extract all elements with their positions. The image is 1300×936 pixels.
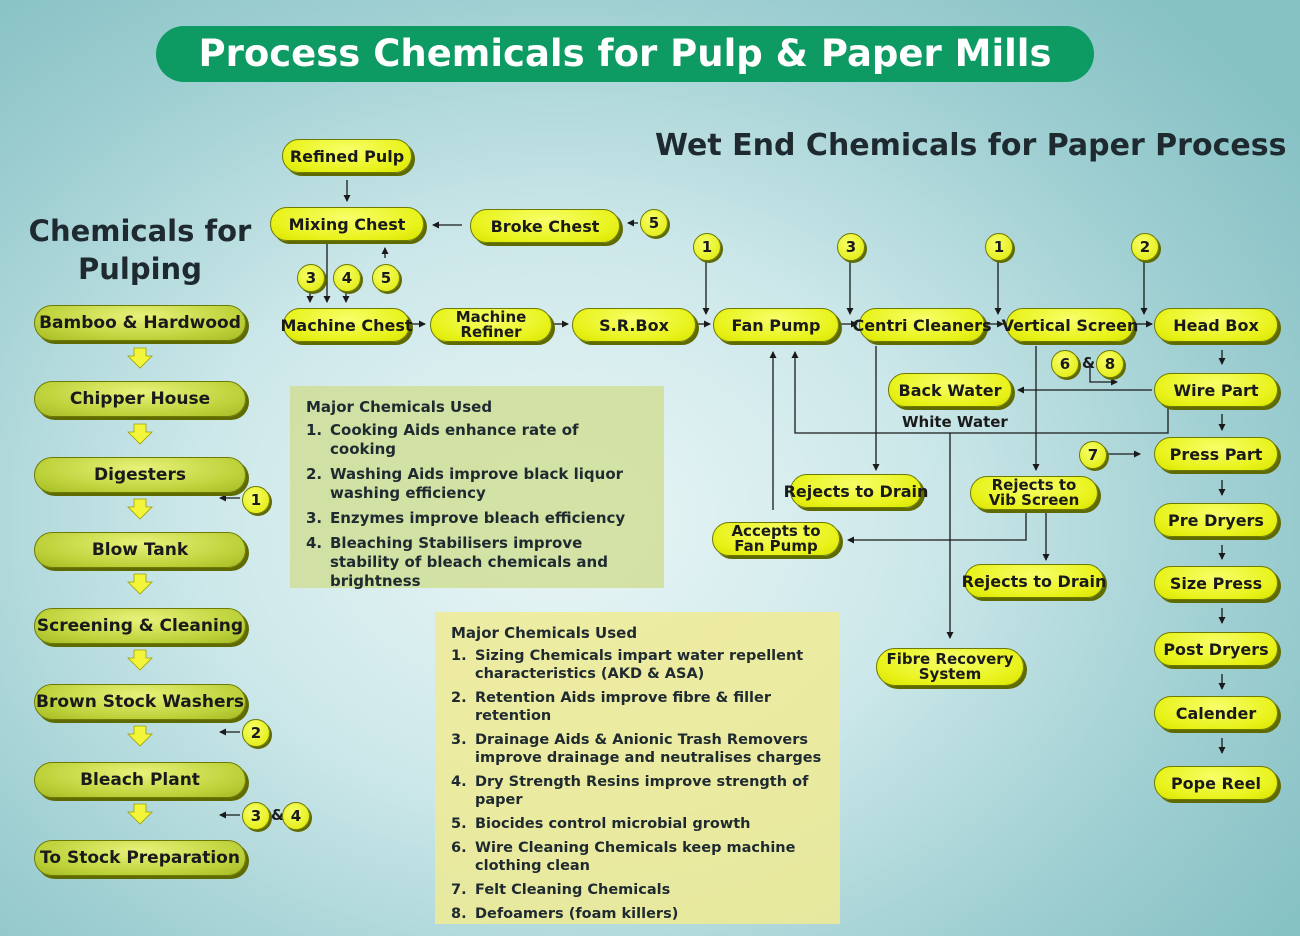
amp-wire: & <box>1082 354 1096 372</box>
node-vertical-screen: Vertical Screen <box>1002 308 1138 342</box>
list-item: 2.Washing Aids improve black liquor wash… <box>306 465 624 502</box>
node-pre-dryers: Pre Dryers <box>1154 503 1278 537</box>
node-pope-reel: Pope Reel <box>1154 766 1278 800</box>
list-item: 4.Dry Strength Resins improve strength o… <box>451 774 809 808</box>
pulping-step-stock-prep: To Stock Preparation <box>34 840 246 876</box>
list-item: 2.Retention Aids improve fibre & filler … <box>451 690 772 724</box>
list-item: 1.Cooking Aids enhance rate of cooking <box>306 421 579 458</box>
list-item: 1.Sizing Chemicals impart water repellen… <box>451 648 804 682</box>
pulping-step-chipper-house: Chipper House <box>34 381 246 417</box>
pulping-step-blow-tank: Blow Tank <box>34 532 246 568</box>
node-sr-box: S.R.Box <box>572 308 696 342</box>
list-item: 3.Drainage Aids & Anionic Trash Removers… <box>451 732 822 766</box>
wet-end-heading: Wet End Chemicals for Paper Process <box>655 128 1287 163</box>
badge-press-part: 7 <box>1079 441 1107 469</box>
node-post-dryers: Post Dryers <box>1154 632 1278 666</box>
fibre-line1: Fibre Recovery <box>886 650 1014 668</box>
pulping-heading: Chemicals for Pulping <box>28 212 252 288</box>
node-accepts-fan-pump: Accepts to Fan Pump <box>712 522 840 556</box>
node-machine-refiner: Machine Refiner <box>430 308 552 342</box>
machine-refiner-line2: Refiner <box>460 323 522 341</box>
node-broke-chest: Broke Chest <box>470 209 620 243</box>
list-item: 7.Felt Cleaning Chemicals <box>451 882 671 898</box>
node-wire-part: Wire Part <box>1154 373 1278 407</box>
rejects-vib-line1: Rejects to <box>991 476 1077 494</box>
node-refined-pulp: Refined Pulp <box>282 139 412 173</box>
badge-machine-chest-3: 3 <box>297 264 325 292</box>
badge-centri-cleaners: 3 <box>837 233 865 261</box>
badge-wire-6: 6 <box>1051 350 1079 378</box>
badge-fan-pump: 1 <box>693 233 721 261</box>
node-fan-pump: Fan Pump <box>713 308 839 342</box>
node-size-press: Size Press <box>1154 566 1278 600</box>
amp-bleach: & <box>271 806 285 824</box>
list-item: 8.Defoamers (foam killers) <box>451 906 679 922</box>
list-item: 6.Wire Cleaning Chemicals keep machine c… <box>451 840 796 874</box>
accepts-line2: Fan Pump <box>734 537 818 555</box>
node-press-part: Press Part <box>1154 437 1278 471</box>
panel-pulping-heading: Major Chemicals Used <box>306 398 493 416</box>
page-title: Process Chemicals for Pulp & Paper Mills <box>156 26 1094 82</box>
pulping-step-screening: Screening & Cleaning <box>34 608 246 644</box>
badge-brown-stock: 2 <box>242 719 270 747</box>
node-head-box: Head Box <box>1154 308 1278 342</box>
pulping-step-bamboo: Bamboo & Hardwood <box>34 305 246 341</box>
panel-pulping-chemicals: Major Chemicals Used 1.Cooking Aids enha… <box>290 386 664 590</box>
badge-machine-chest-5: 5 <box>372 264 400 292</box>
accepts-line1: Accepts to <box>731 522 821 540</box>
pulping-step-bleach-plant: Bleach Plant <box>34 762 246 798</box>
badge-vertical-screen: 1 <box>985 233 1013 261</box>
panel-wet-end-chemicals: Major Chemicals Used 1.Sizing Chemicals … <box>435 612 840 924</box>
pulping-heading-line2: Pulping <box>78 252 202 286</box>
badge-bleach-4: 4 <box>282 802 310 830</box>
rejects-vib-line2: Vib Screen <box>988 491 1080 509</box>
node-rejects-to-drain-1: Rejects to Drain <box>784 474 928 508</box>
list-item: 4.Bleaching Stabilisers improve stabilit… <box>306 534 608 590</box>
node-mixing-chest: Mixing Chest <box>270 207 424 241</box>
pulping-step-digesters: Digesters <box>34 457 246 493</box>
badge-head-box: 2 <box>1131 233 1159 261</box>
badge-bleach-3: 3 <box>242 802 270 830</box>
badge-broke-chest: 5 <box>640 209 668 237</box>
node-rejects-vib-screen: Rejects to Vib Screen <box>970 476 1098 510</box>
label-white-water: White Water <box>902 413 1008 431</box>
node-rejects-to-drain-2: Rejects to Drain <box>962 564 1106 598</box>
node-fibre-recovery: Fibre Recovery System <box>876 648 1024 686</box>
node-centri-cleaners: Centri Cleaners <box>852 308 992 342</box>
node-machine-chest: Machine Chest <box>280 308 413 342</box>
panel-wet-end-heading: Major Chemicals Used <box>451 624 638 642</box>
machine-refiner-line1: Machine <box>455 308 527 326</box>
list-item: 3.Enzymes improve bleach efficiency <box>306 509 626 527</box>
badge-digesters: 1 <box>242 486 270 514</box>
badge-wire-8: 8 <box>1096 350 1124 378</box>
node-calender: Calender <box>1154 696 1278 730</box>
node-back-water: Back Water <box>888 373 1012 407</box>
pulping-heading-line1: Chemicals for <box>28 214 252 248</box>
list-item: 5.Biocides control microbial growth <box>451 816 751 832</box>
fibre-line2: System <box>918 665 982 683</box>
badge-machine-chest-4: 4 <box>333 264 361 292</box>
pulping-step-brown-stock: Brown Stock Washers <box>34 684 246 720</box>
